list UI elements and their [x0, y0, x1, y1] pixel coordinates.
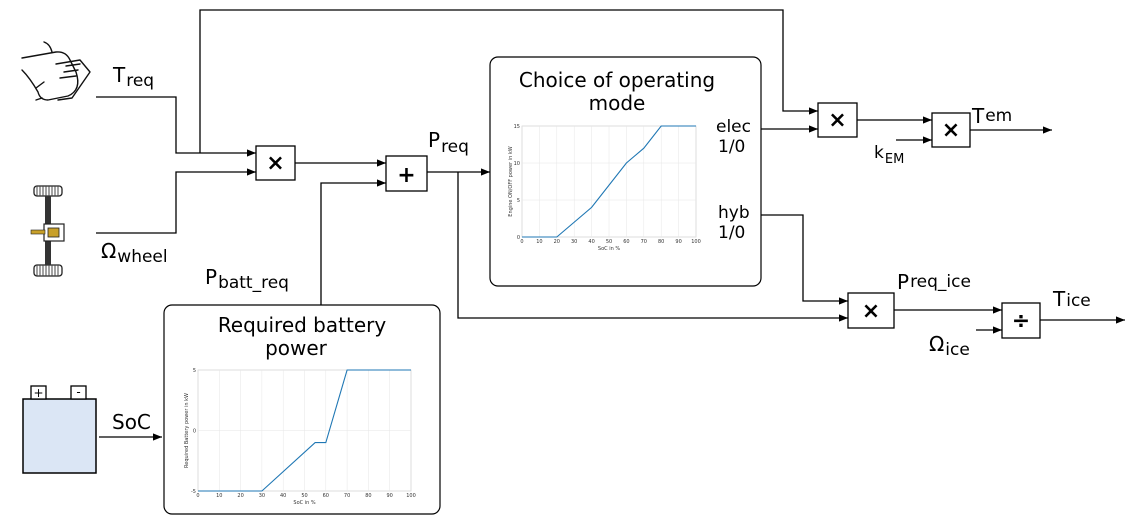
wire-preq-branch [457, 172, 848, 322]
mode-block-title-line2: mode [589, 91, 646, 115]
x-tick-label: 20 [554, 239, 560, 245]
wire-top-loop [199, 9, 818, 153]
sum-block: + [385, 155, 428, 192]
series-line [198, 369, 411, 492]
x-tick-label: 30 [571, 239, 577, 245]
x-tick-label: 40 [588, 239, 594, 245]
x-tick-label: 70 [344, 493, 350, 499]
label-t-ice: Tice [1052, 287, 1091, 311]
x-tick-label: 70 [641, 239, 647, 245]
x-tick-label: 0 [196, 493, 199, 499]
battery-block-title-line1: Required battery [218, 313, 387, 337]
battery-minus-terminal: - [76, 385, 80, 399]
label-omega-ice: Ωice [929, 332, 970, 360]
battery-body [22, 398, 97, 474]
label-k-em: kEM [874, 143, 904, 167]
label-t-em: Tem [971, 104, 1012, 128]
label-soc: SoC [112, 410, 151, 434]
x-tick-label: 60 [623, 239, 629, 245]
label-t-req: Treq [112, 63, 154, 91]
y-tick-label: 5 [193, 368, 196, 374]
mode-block-title-line1: Choice of operating [519, 68, 715, 92]
battery-icon: + - [22, 385, 97, 474]
x-tick-label: 50 [301, 493, 307, 499]
y-tick-label: 10 [514, 161, 520, 167]
x-axis-label: SoC in % [598, 246, 620, 252]
x-tick-label: 10 [536, 239, 542, 245]
mode-output-hyb-value: 1/0 [718, 223, 745, 243]
y-axis-label: Engine ON/OFF power in kW [508, 146, 514, 216]
label-p-batt-req: Pbatt_req [205, 265, 289, 293]
x-tick-label: 20 [237, 493, 243, 499]
svg-text:×: × [942, 118, 960, 143]
x-tick-label: 10 [216, 493, 222, 499]
multiply-block-hyb: × [847, 292, 895, 329]
divide-block: ÷ [1001, 302, 1041, 339]
label-p-req-ice: Preq_ice [897, 270, 971, 294]
x-tick-label: 80 [658, 239, 664, 245]
svg-text:×: × [266, 151, 284, 176]
battery-plus-terminal: + [33, 386, 43, 400]
x-tick-label: 0 [520, 239, 523, 245]
wire-treq [96, 96, 256, 157]
wheel-axle-icon [30, 185, 65, 277]
svg-text:×: × [862, 299, 880, 324]
x-tick-label: 40 [280, 493, 286, 499]
multiply-block-kem: × [931, 112, 971, 148]
y-tick-label: 15 [514, 124, 520, 130]
x-tick-label: 90 [675, 239, 681, 245]
y-tick-label: 5 [517, 198, 520, 204]
x-tick-label: 30 [259, 493, 265, 499]
y-tick-label: 0 [517, 235, 520, 241]
multiply-block-elec: × [817, 102, 858, 138]
multiply-block-1: × [255, 145, 296, 181]
battery-block-title-line2: power [265, 336, 328, 360]
svg-text:÷: ÷ [1012, 309, 1030, 334]
mode-output-elec: elec [716, 117, 751, 137]
mode-output-elec-value: 1/0 [718, 137, 745, 157]
y-axis-label: Required Battery power in kW [184, 393, 190, 468]
operating-mode-block: Choice of operating mode elec 1/0 hyb 1/… [489, 56, 762, 287]
x-tick-label: 50 [606, 239, 612, 245]
label-omega-wheel: Ωwheel [101, 239, 168, 267]
x-tick-label: 60 [323, 493, 329, 499]
y-tick-label: 0 [193, 429, 196, 435]
x-tick-label: 100 [406, 493, 416, 499]
x-axis-label: SoC in % [293, 500, 315, 506]
wire-omega-wheel [96, 168, 256, 234]
y-tick-label: -5 [191, 489, 196, 495]
svg-text:×: × [828, 108, 846, 133]
svg-text:+: + [397, 163, 415, 188]
wire-hyb-out [761, 214, 848, 305]
label-p-req: Preq [428, 128, 469, 157]
pedal-foot-icon [21, 41, 91, 101]
x-tick-label: 90 [387, 493, 393, 499]
x-tick-label: 80 [365, 493, 371, 499]
x-tick-label: 100 [691, 239, 701, 245]
mode-output-hyb: hyb [718, 203, 750, 223]
wire-pbatt [320, 179, 386, 305]
